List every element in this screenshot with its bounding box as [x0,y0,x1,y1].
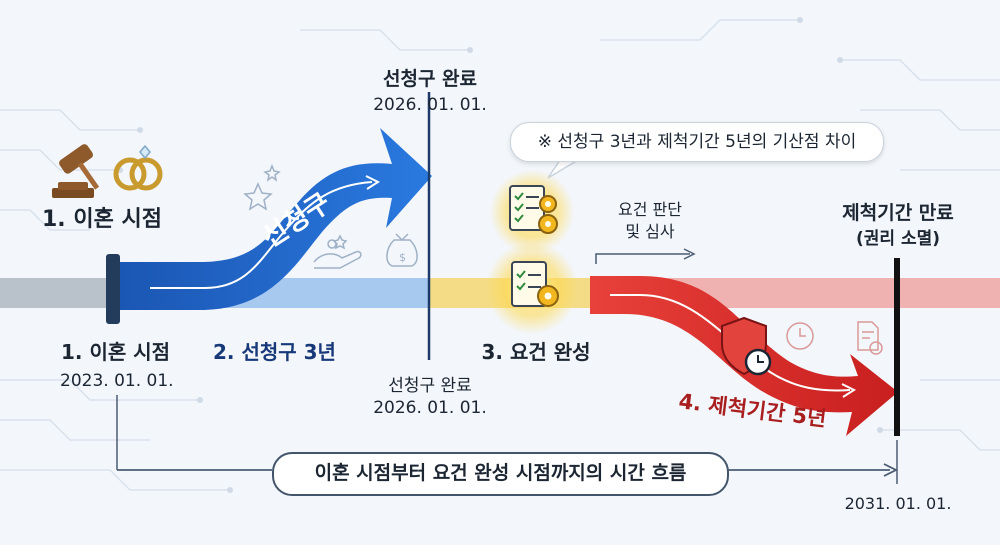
stage3-title: 3. 요건 완성 [481,340,591,364]
circuit-nodes [117,17,883,493]
end-title: 제척기간 만료 [842,202,954,224]
money-bag-icon: $ [386,233,418,267]
claim-complete-date-bottom: 2026. 01. 01. [373,398,487,418]
end-subtitle: (권리 소멸) [855,229,941,249]
checklist-gear-icon [509,185,558,234]
stage1-title-bottom: 1. 이혼 시점 [61,340,171,364]
start-marker [106,254,120,324]
review-arrow [595,253,690,264]
claim-complete-title-top: 선청구 완료 [382,68,478,90]
clock-icon [786,322,814,350]
document-gear-icon [511,261,559,307]
shield-clock-icon [721,316,772,376]
claim-arrow-line [150,181,373,289]
review-line1: 요건 판단 [618,200,682,219]
callout-note: ※ 선청구 3년과 제척기간 5년의 기산점 차이 [510,122,884,162]
claim-complete-date-top: 2026. 01. 01. [373,95,487,115]
circuit-background [0,19,1000,491]
stage2-title: 2. 선청구 3년 [213,340,336,364]
stage1-title-top: 1. 이혼 시점 [42,207,162,232]
flow-label: 이혼 시점부터 요건 완성 시점까지의 시간 흐름 [272,452,729,496]
flow-arrowhead [883,463,899,477]
document-check-icon [857,321,883,355]
claim-arrow [118,128,432,310]
svg-text:$: $ [399,251,406,264]
end-date: 2031. 01. 01. [844,494,952,513]
rings-icon [113,144,163,191]
claim-complete-title-bottom: 선청구 완료 [388,376,472,396]
review-line2: 및 심사 [625,222,675,241]
gavel-icon [52,144,100,198]
hand-coins-icon [313,239,362,269]
stage1-date: 2023. 01. 01. [60,371,174,391]
